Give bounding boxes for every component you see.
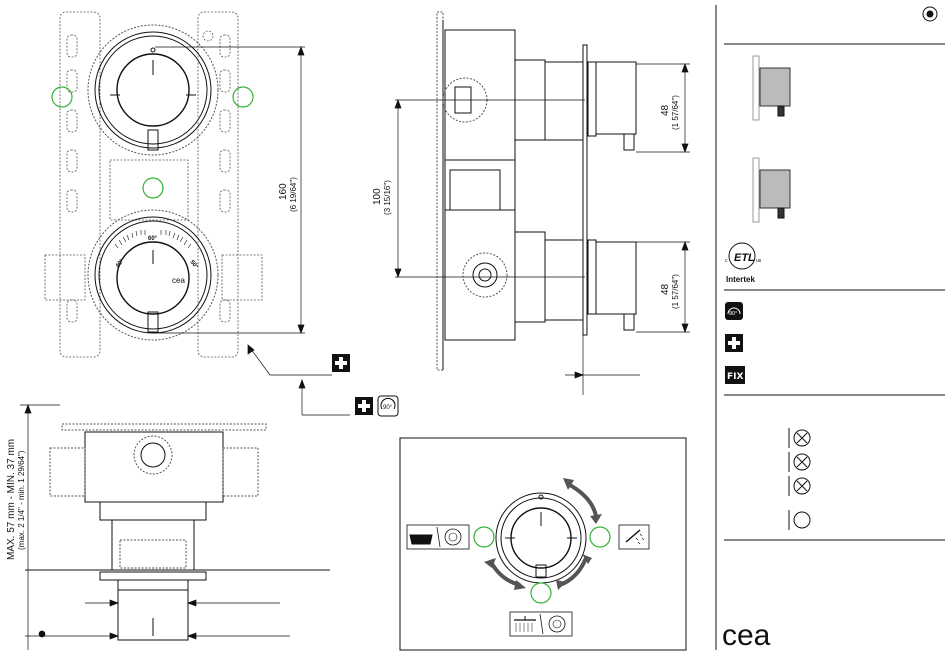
product-thumbnail-lower <box>753 158 790 222</box>
handle-upper-value: 48 <box>660 104 671 116</box>
function-diagram <box>400 438 686 650</box>
green-option-left <box>474 527 494 547</box>
etl-us: us <box>756 258 762 264</box>
green-option-right <box>590 527 610 547</box>
side-spacing-dimension <box>395 100 585 277</box>
intertek-label: Intertek <box>726 275 755 284</box>
upper-rosette <box>88 25 218 155</box>
thermostat-brand: cea <box>172 276 185 285</box>
overhead-shower-icon <box>510 612 572 636</box>
status-list <box>789 428 810 530</box>
handle-lower-value: 48 <box>660 283 671 295</box>
green-marker-center <box>143 178 163 198</box>
svg-text:FIX: FIX <box>727 372 743 382</box>
green-option-bottom <box>531 583 551 603</box>
depth-range-value: MAX. 57 mm - MIN. 37 mm <box>6 439 17 560</box>
handle-upper-inch: (1 57/64") <box>671 95 680 130</box>
side-view <box>395 12 690 395</box>
side-spacing-value: 100 <box>372 188 383 205</box>
depth-range-inch: (max. 2 1/4" - min. 1 29/64") <box>17 450 26 550</box>
front-height-inch: (6 19/64") <box>289 177 298 212</box>
green-marker-right <box>233 87 253 107</box>
front-height-value: 160 <box>278 183 289 200</box>
side-spacing-inch: (3 15/16") <box>383 180 392 215</box>
bathtub-icon <box>407 525 469 549</box>
handle-lower-inch: (1 57/64") <box>671 274 680 309</box>
svg-text:90°: 90° <box>729 311 737 317</box>
fix-icon: FIX <box>725 366 745 384</box>
target-icon <box>923 7 937 21</box>
front-view <box>45 12 350 415</box>
rotation-arrows <box>490 484 596 585</box>
rotate-90-sidebar-icon: 90° <box>725 302 743 320</box>
plus-icon <box>332 354 350 372</box>
scale-label-left: 40° <box>115 258 126 269</box>
green-marker-left <box>52 87 72 107</box>
etl-c: c <box>725 258 728 264</box>
sidebar <box>716 5 945 650</box>
plus-sidebar-icon <box>725 334 743 352</box>
hand-shower-icon <box>619 525 649 549</box>
plus-icon-lower <box>355 397 373 415</box>
etl-mark: ETL <box>734 252 755 264</box>
plate-depth-dimension <box>565 335 640 395</box>
rotate-90-icon: 90° <box>378 396 398 416</box>
svg-text:90°: 90° <box>383 405 393 411</box>
scale-label-center: 60° <box>148 236 158 242</box>
lower-rosette <box>88 210 218 340</box>
product-thumbnail-upper <box>753 56 790 120</box>
depth-view <box>20 405 330 650</box>
brand-logo: cea <box>722 619 771 652</box>
